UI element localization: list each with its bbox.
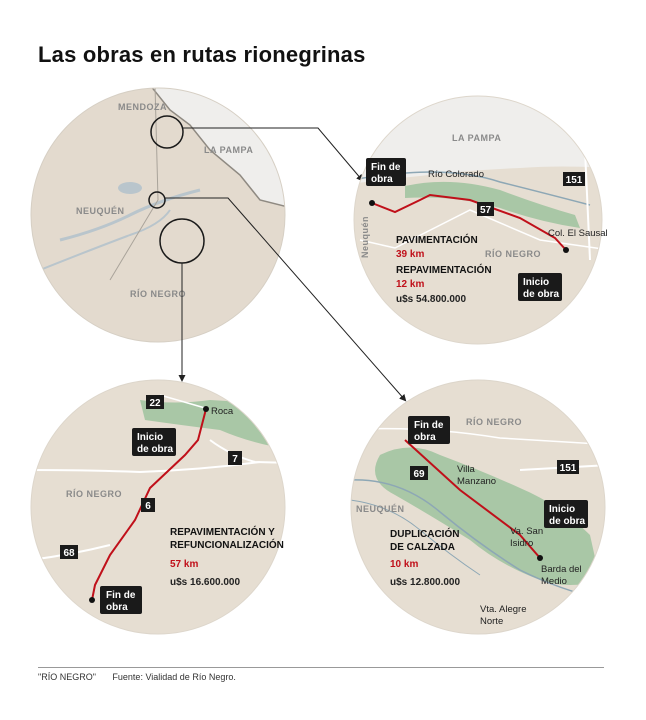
se-place-vta-alegre-2: Norte bbox=[480, 616, 503, 627]
ne-route-shield-57: 57 bbox=[477, 202, 494, 216]
overview-label-neuquen: NEUQUÉN bbox=[76, 206, 125, 216]
svg-text:Inicio: Inicio bbox=[549, 504, 575, 515]
ne-badge-inicio-de-obra: Inicio de obra bbox=[518, 273, 562, 301]
svg-text:obra: obra bbox=[414, 432, 436, 443]
se-place-san-isidro-2: Isidro bbox=[510, 538, 533, 549]
svg-text:Fin de: Fin de bbox=[371, 162, 401, 173]
overview-label-mendoza: MENDOZA bbox=[118, 102, 167, 112]
svg-text:Inicio: Inicio bbox=[137, 432, 163, 443]
route-line-se bbox=[404, 439, 541, 559]
se-place-barda-1: Barda del bbox=[541, 564, 582, 575]
sw-work-label-1: REPAVIMENTACIÓN Y bbox=[170, 525, 275, 538]
ne-place-rio-colorado: Río Colorado bbox=[428, 169, 484, 180]
sw-route-shield-6: 6 bbox=[141, 498, 155, 512]
svg-text:69: 69 bbox=[413, 469, 425, 480]
svg-text:Fin de: Fin de bbox=[106, 590, 136, 601]
svg-text:obra: obra bbox=[106, 602, 128, 613]
sw-route-shield-7: 7 bbox=[228, 451, 242, 465]
svg-text:6: 6 bbox=[145, 501, 151, 512]
ne-place-col-el-sausal: Col. El Sausal bbox=[548, 228, 608, 239]
svg-text:68: 68 bbox=[63, 548, 75, 559]
route-line-ne bbox=[371, 193, 567, 251]
ne-label-rio-negro: RÍO NEGRO bbox=[485, 249, 541, 259]
sw-km: 57 km bbox=[170, 559, 198, 570]
svg-text:de obra: de obra bbox=[549, 516, 586, 527]
map-southeast: RÍO NEGRO NEUQUÉN Villa Manzano Va. San … bbox=[350, 379, 606, 635]
se-label-rio-negro: RÍO NEGRO bbox=[466, 417, 522, 427]
sw-cost: u$s 16.600.000 bbox=[170, 577, 240, 588]
footer-credit: "RÍO NEGRO" bbox=[38, 672, 96, 682]
sw-label-rio-negro: RÍO NEGRO bbox=[66, 489, 122, 499]
se-place-barda-2: Medio bbox=[541, 576, 567, 587]
se-place-san-isidro-1: Va. San bbox=[510, 526, 543, 537]
se-work-label-2: DE CALZADA bbox=[390, 542, 455, 553]
ne-route-shield-151: 151 bbox=[563, 172, 585, 186]
page-title: Las obras en rutas rionegrinas bbox=[38, 42, 366, 67]
svg-text:de obra: de obra bbox=[523, 289, 560, 300]
se-place-villa-manzano-2: Manzano bbox=[457, 476, 496, 487]
se-place-villa-manzano-1: Villa bbox=[457, 464, 475, 475]
ne-badge-fin-de-obra: Fin de obra bbox=[366, 158, 406, 186]
focus-ring-se bbox=[148, 191, 166, 209]
se-route-shield-69: 69 bbox=[410, 466, 428, 480]
svg-text:151: 151 bbox=[566, 175, 583, 186]
ne-label-neuquen: Neuquén bbox=[360, 216, 370, 258]
map-southwest: RÍO NEGRO Roca 22 7 6 68 Inicio de obra … bbox=[30, 379, 286, 635]
sw-route-shield-22: 22 bbox=[146, 395, 164, 409]
ne-work-2-km: 12 km bbox=[396, 279, 424, 290]
sw-work-label-2: REFUNCIONALIZACIÓN bbox=[170, 538, 284, 551]
se-work-label-1: DUPLICACIÓN bbox=[390, 527, 459, 540]
se-cost: u$s 12.800.000 bbox=[390, 577, 460, 588]
se-route-shield-151: 151 bbox=[557, 460, 579, 474]
se-place-vta-alegre-1: Vta. Alegre bbox=[480, 604, 526, 615]
overview-label-la-pampa: LA PAMPA bbox=[204, 145, 253, 155]
svg-text:7: 7 bbox=[232, 454, 238, 465]
sw-place-roca: Roca bbox=[211, 406, 234, 417]
ne-label-la-pampa: LA PAMPA bbox=[452, 133, 501, 143]
map-northeast: LA PAMPA Neuquén RÍO NEGRO Río Colorado … bbox=[353, 95, 608, 345]
ne-work-1-label: PAVIMENTACIÓN bbox=[396, 233, 478, 246]
footer: "RÍO NEGRO" Fuente: Vialidad de Río Negr… bbox=[38, 667, 604, 682]
svg-text:151: 151 bbox=[560, 463, 577, 474]
overview-label-rio-negro: RÍO NEGRO bbox=[130, 289, 186, 299]
se-badge-inicio-de-obra: Inicio de obra bbox=[544, 500, 588, 528]
ne-work-1-km: 39 km bbox=[396, 249, 424, 260]
svg-text:obra: obra bbox=[371, 174, 393, 185]
ne-work-2-label: REPAVIMENTACIÓN bbox=[396, 263, 492, 276]
svg-text:de obra: de obra bbox=[137, 444, 174, 455]
se-label-neuquen: NEUQUÉN bbox=[356, 504, 405, 514]
overview-map: MENDOZA LA PAMPA NEUQUÉN RÍO NEGRO bbox=[30, 87, 286, 343]
sw-route-shield-68: 68 bbox=[60, 545, 78, 559]
sw-badge-inicio-de-obra: Inicio de obra bbox=[132, 428, 176, 456]
svg-text:Inicio: Inicio bbox=[523, 277, 549, 288]
connector-arrows bbox=[165, 127, 407, 402]
se-badge-fin-de-obra: Fin de obra bbox=[408, 416, 450, 444]
ne-cost: u$s 54.800.000 bbox=[396, 294, 466, 305]
sw-badge-fin-de-obra: Fin de obra bbox=[100, 586, 142, 614]
focus-ring-ne bbox=[150, 115, 184, 149]
svg-text:57: 57 bbox=[480, 205, 492, 216]
se-km: 10 km bbox=[390, 559, 418, 570]
svg-text:Fin de: Fin de bbox=[414, 420, 444, 431]
svg-text:22: 22 bbox=[149, 398, 161, 409]
footer-source: Fuente: Vialidad de Río Negro. bbox=[112, 672, 236, 682]
